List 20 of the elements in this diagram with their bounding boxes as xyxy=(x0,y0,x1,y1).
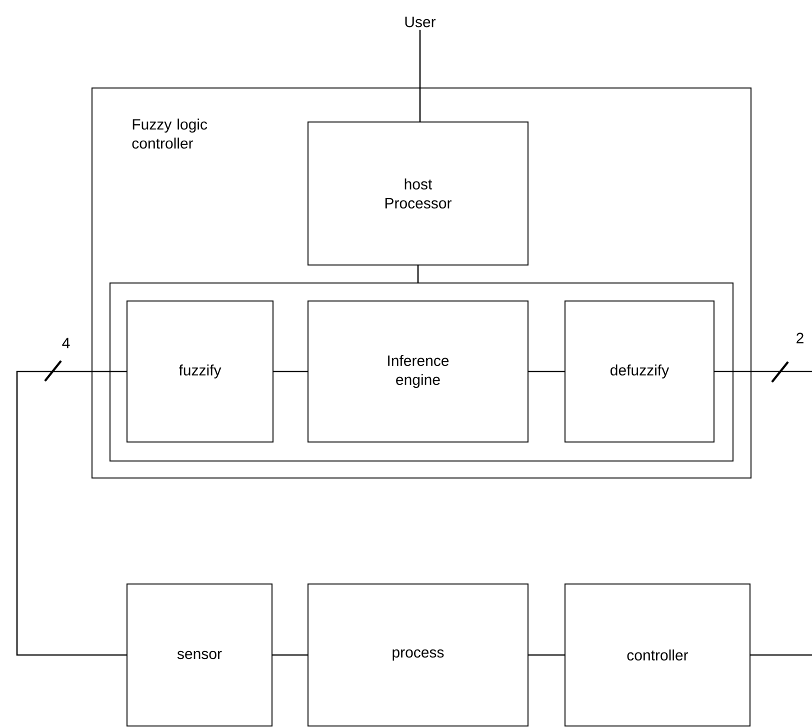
group-box xyxy=(110,282,734,462)
connector-line xyxy=(272,654,308,656)
connector-line xyxy=(417,266,419,282)
bus-width-label: 2 xyxy=(794,332,806,344)
process-box: controller xyxy=(564,584,750,726)
text-label: User xyxy=(405,16,436,28)
process-box: defuzzify xyxy=(564,300,714,442)
process-box: fuzzify xyxy=(126,300,274,442)
process-box: Inference engine xyxy=(308,300,528,442)
process-box: process xyxy=(308,584,528,726)
connector-line xyxy=(528,370,564,372)
process-box: sensor xyxy=(126,584,272,726)
bus-width-label: 4 xyxy=(60,336,72,350)
connector-line xyxy=(714,370,812,372)
connector-line xyxy=(274,370,308,372)
process-box: host Processor xyxy=(308,122,528,266)
connector-line xyxy=(528,654,564,656)
connector-line xyxy=(750,654,812,656)
connector-line xyxy=(419,30,421,122)
connector-line xyxy=(16,370,126,656)
